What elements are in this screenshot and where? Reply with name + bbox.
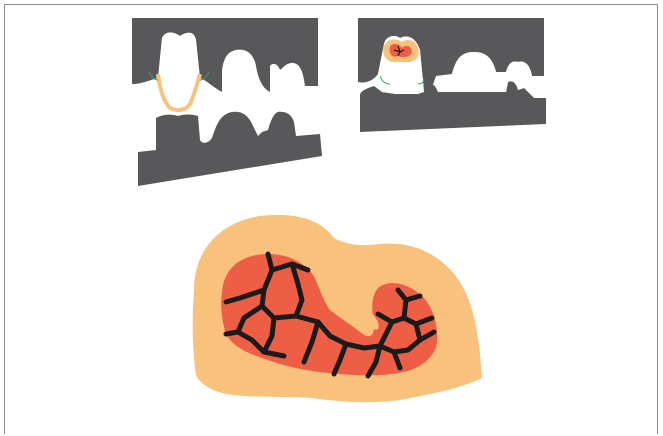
occlusion-view-right bbox=[358, 18, 546, 132]
occlusion-view-left bbox=[132, 18, 322, 186]
lower-jaw-left bbox=[138, 112, 322, 186]
cracked-tooth-cross-section bbox=[193, 215, 482, 402]
